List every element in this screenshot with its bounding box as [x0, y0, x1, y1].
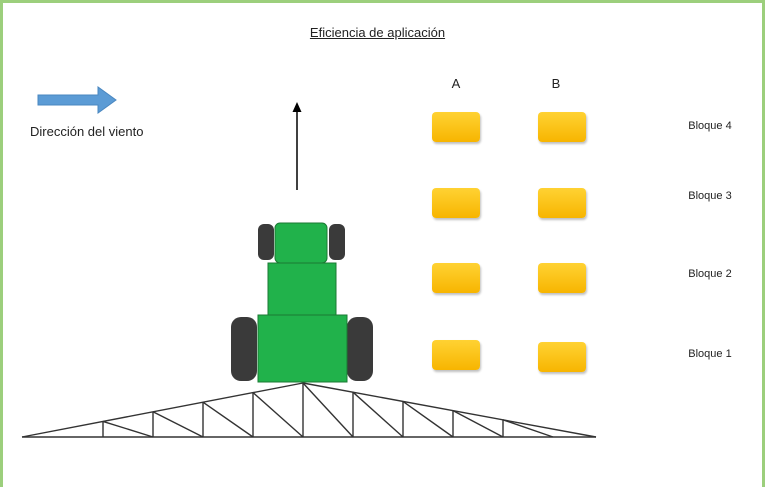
plot-b-bloque-1	[538, 342, 586, 372]
plot-a-bloque-1	[432, 340, 480, 370]
block-label-3: Bloque 3	[688, 190, 732, 202]
block-label-1: Bloque 1	[688, 348, 732, 360]
block-label-4: Bloque 4	[688, 120, 732, 132]
block-label-2: Bloque 2	[688, 268, 732, 280]
sprayer-boom-icon	[21, 382, 597, 438]
diagram-title: Eficiencia de aplicación	[309, 25, 446, 40]
plot-b-bloque-4	[538, 112, 586, 142]
column-label-a: A	[451, 76, 461, 91]
plot-a-bloque-2	[432, 263, 480, 293]
tractor-icon	[231, 222, 373, 383]
up-arrow-icon	[292, 102, 302, 190]
wind-arrow-icon	[37, 86, 117, 114]
plot-b-bloque-2	[538, 263, 586, 293]
wind-direction-label: Dirección del viento	[30, 124, 144, 139]
plot-b-bloque-3	[538, 188, 586, 218]
column-label-b: B	[551, 76, 561, 91]
plot-a-bloque-4	[432, 112, 480, 142]
plot-a-bloque-3	[432, 188, 480, 218]
